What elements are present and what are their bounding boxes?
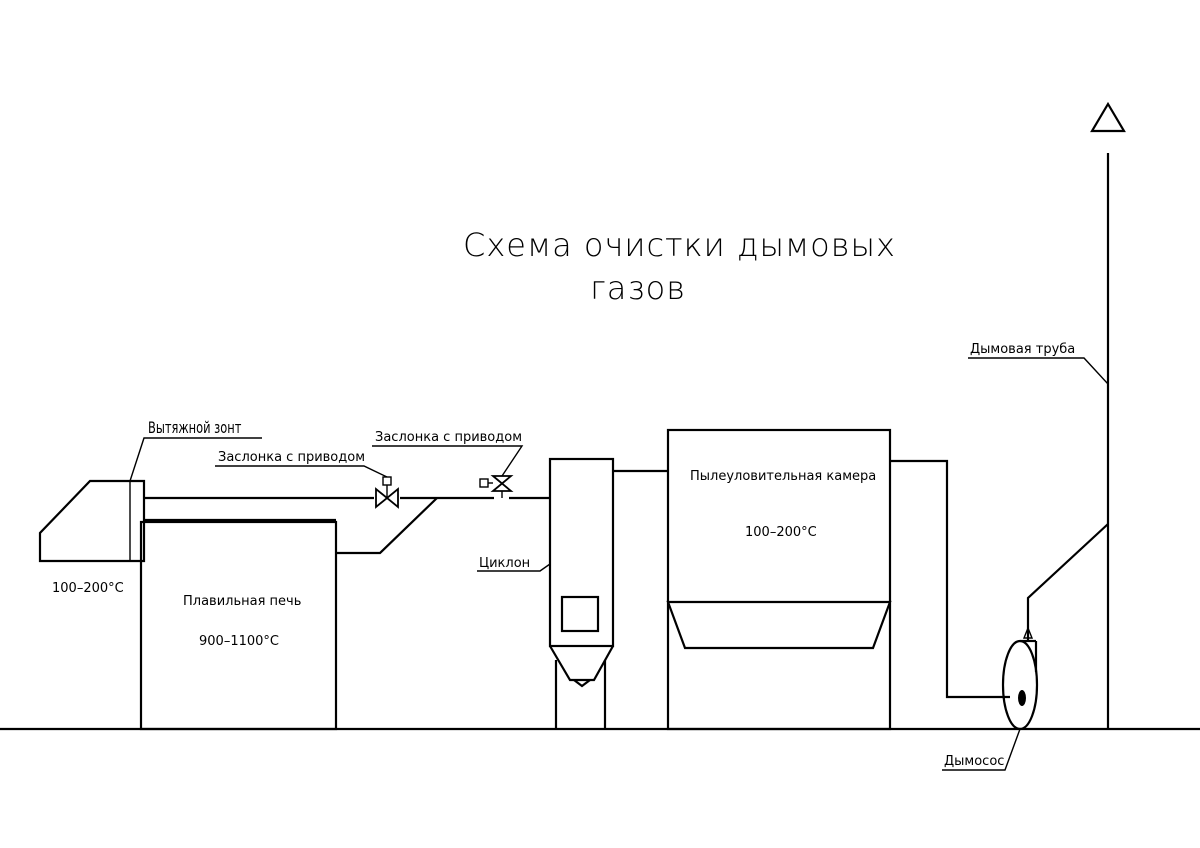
diagram-title-line-1: Схема очистки дымовых (463, 226, 896, 264)
dust-collection-chamber (666, 428, 892, 731)
furnace-temperature-label: 900–1100°C (199, 634, 279, 649)
smoke-exhauster (1001, 639, 1039, 731)
exhaust-hood (38, 479, 146, 563)
chimney-top-triangle (1090, 101, 1126, 133)
hood-temperature-label: 100–200°C (52, 581, 124, 596)
flow-arrow (1022, 626, 1034, 639)
exhauster-leader-line (942, 728, 1021, 771)
chimney-label: Дымовая труба (970, 342, 1075, 357)
cyclone-label: Циклон (479, 556, 530, 571)
duct-exhauster-to-chimney (1026, 523, 1109, 641)
cyclone-leader-line (477, 563, 551, 572)
cyclone (548, 457, 615, 729)
duct-chamber-to-exhauster (890, 459, 1010, 699)
chimney-leader-line (968, 357, 1109, 385)
dust-chamber-label: Пылеуловительная камера (690, 469, 876, 484)
damper-1-leader-line (215, 465, 388, 478)
hood-leader-line (129, 437, 262, 482)
dust-chamber-temperature-label: 100–200°C (745, 525, 817, 540)
exhauster-label: Дымосос (944, 754, 1004, 769)
damper-2-leader-line (372, 445, 524, 477)
damper-1 (375, 476, 399, 509)
diagram-title-line-2: газов (590, 269, 686, 307)
hood-label: Вытяжной зонт (148, 420, 241, 438)
damper-2 (479, 475, 514, 498)
bypass-duct-outlet (336, 497, 438, 555)
melting-furnace (139, 520, 338, 731)
damper-1-label: Заслонка с приводом (218, 450, 365, 465)
furnace-label: Плавильная печь (183, 594, 301, 609)
damper-2-label: Заслонка с приводом (375, 430, 522, 445)
